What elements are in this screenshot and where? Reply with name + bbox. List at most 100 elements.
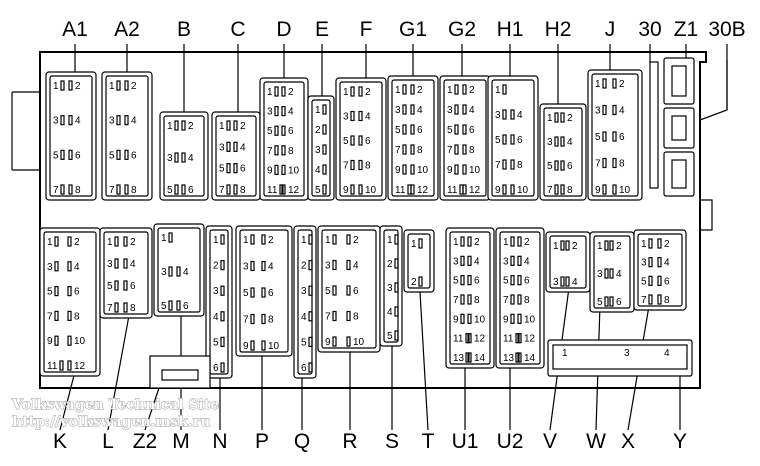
- terminal-slot: [394, 258, 399, 269]
- pin-g1-2: 2: [417, 85, 423, 96]
- terminal-slot: [454, 124, 459, 135]
- label-h2: H2: [545, 18, 572, 41]
- socket-inner-outline: [339, 81, 383, 197]
- pin-h2-3: 3: [547, 137, 553, 148]
- pin-g2-4: 4: [469, 105, 475, 116]
- terminal-slot: [176, 300, 181, 311]
- pin-u1-2: 2: [474, 237, 480, 248]
- pin-r-8: 8: [353, 312, 359, 323]
- pin-f-3: 3: [343, 112, 349, 123]
- pin-u1-8: 8: [474, 295, 480, 306]
- pin-g1-12: 12: [417, 185, 429, 196]
- pin-h1-9: 9: [495, 185, 501, 196]
- socket-housing: [387, 75, 439, 201]
- terminal-slot: [560, 240, 565, 251]
- terminal-slot: [220, 336, 225, 347]
- socket-inner-outline: [593, 235, 631, 309]
- terminal-slot: [467, 255, 472, 266]
- terminal-slot: [281, 86, 286, 97]
- terminal-slot: [123, 302, 128, 313]
- terminal-slot: [181, 184, 186, 195]
- terminal-slot: [54, 286, 59, 297]
- pin-u2-3: 3: [503, 256, 509, 267]
- socket-housing: [403, 229, 435, 293]
- terminal-slot: [350, 110, 355, 122]
- socket-housing: [99, 227, 153, 319]
- pin-r-5: 5: [325, 286, 331, 297]
- terminal-slot: [346, 259, 351, 271]
- terminal-slot: [226, 184, 231, 195]
- terminal-slot: [410, 104, 415, 115]
- terminal-slot: [517, 255, 522, 266]
- terminal-slot: [612, 104, 617, 116]
- pin-d-9: 9: [267, 165, 273, 176]
- terminal-slot: [174, 120, 179, 131]
- pin-f-4: 4: [365, 112, 371, 123]
- label-f: F: [360, 18, 373, 41]
- terminal-slot: [67, 310, 72, 321]
- label-s: S: [385, 430, 399, 453]
- terminal-slot: [68, 184, 73, 195]
- terminal-slot: [402, 104, 407, 115]
- terminal-slot: [114, 236, 119, 247]
- terminal-slot: [517, 294, 522, 305]
- pin-g1-6: 6: [417, 125, 423, 136]
- terminal-slot: [602, 131, 607, 142]
- terminal-slot: [168, 232, 173, 243]
- socket-inner-outline: [209, 229, 229, 375]
- terminal-slot: [116, 80, 121, 91]
- terminal-slot: [648, 294, 653, 305]
- pin-h1-3: 3: [495, 110, 501, 121]
- terminal-slot: [517, 352, 522, 363]
- z2-housing: [149, 355, 211, 389]
- pin-g2-9: 9: [447, 165, 453, 176]
- terminal-slot: [233, 141, 238, 152]
- terminal-slot: [358, 135, 363, 146]
- terminal-slot: [604, 296, 609, 307]
- terminal-slot: [332, 336, 337, 347]
- fuse-holder-upper: [663, 107, 695, 149]
- pin-a1-5: 5: [53, 150, 59, 161]
- terminal-slot: [402, 84, 407, 95]
- pin-u2-6: 6: [524, 276, 530, 287]
- terminal-slot: [454, 164, 459, 175]
- label-p: P: [255, 430, 269, 453]
- terminal-slot: [322, 144, 327, 155]
- pin-w-2: 2: [616, 241, 622, 252]
- terminal-slot: [358, 159, 363, 171]
- pin-p-3: 3: [243, 262, 249, 273]
- terminal-slot: [261, 234, 266, 245]
- pin-q-5: 5: [301, 337, 307, 348]
- pin-m-4: 4: [183, 267, 189, 278]
- terminal-slot: [322, 124, 327, 135]
- terminal-slot: [467, 294, 472, 305]
- pin-u2-12: 12: [524, 334, 536, 345]
- pin-h2-2: 2: [567, 113, 573, 124]
- terminal-slot: [59, 360, 64, 371]
- pin-q-1: 1: [301, 235, 307, 246]
- label-n: N: [212, 430, 227, 453]
- socket-inner-outline: [449, 231, 491, 365]
- fuse-sockets-group: [561, 57, 728, 368]
- terminal-slot: [281, 105, 286, 117]
- pin-u2-9: 9: [503, 314, 509, 325]
- pin-f-10: 10: [365, 185, 377, 196]
- pin-b-4: 4: [188, 153, 194, 164]
- label-d: D: [276, 18, 291, 41]
- terminal-slot: [460, 313, 465, 324]
- pin-a1-4: 4: [75, 116, 81, 127]
- terminal-slot: [124, 184, 129, 195]
- terminal-slot: [123, 236, 128, 247]
- terminal-slot: [54, 335, 59, 346]
- pin-x-6: 6: [664, 276, 670, 287]
- pin-c-4: 4: [240, 142, 246, 153]
- terminal-slot: [560, 184, 565, 195]
- leader-line-bottom-2: [144, 384, 161, 431]
- terminal-slot: [418, 276, 423, 287]
- pin-u1-7: 7: [453, 295, 459, 306]
